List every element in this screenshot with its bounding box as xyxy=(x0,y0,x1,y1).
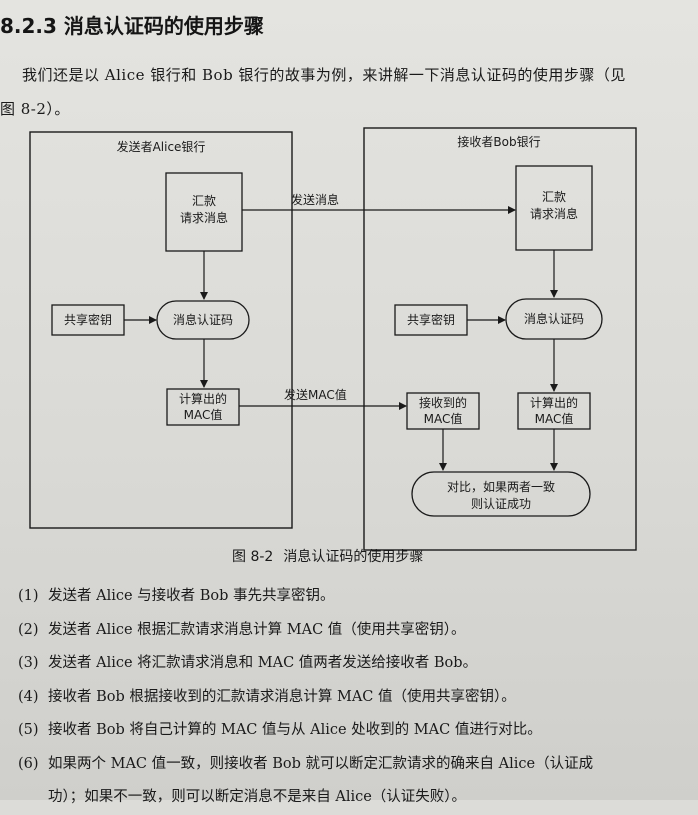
sender-mac-value-box xyxy=(166,388,240,426)
steps-list: (1) 发送者 Alice 与接收者 Bob 事先共享密钥。 (2) 发送者 Ali… xyxy=(18,580,688,815)
step-1: (1) 发送者 Alice 与接收者 Bob 事先共享密钥。 xyxy=(18,580,688,614)
step-number: (6) xyxy=(18,755,39,772)
compare-line-2: 则认证成功 xyxy=(471,497,531,511)
receiver-mac-op-label: 消息认证码 xyxy=(524,311,584,326)
receiver-mac-value-line-2: MAC值 xyxy=(535,411,574,426)
send-mac-label: 发送MAC值 xyxy=(284,387,347,402)
step-text: 接收者 Bob 将自己计算的 MAC 值与从 Alice 处收到的 MAC 值进… xyxy=(48,722,542,738)
section-title: 8.2.3 消息认证码的使用步骤 xyxy=(0,14,264,38)
sender-mac-op-label: 消息认证码 xyxy=(173,312,233,327)
sender-mac-value-line-2: MAC值 xyxy=(184,407,223,422)
sender-mac-op xyxy=(156,300,250,340)
step-2: (2) 发送者 Alice 根据汇款请求消息计算 MAC 值（使用共享密钥）。 xyxy=(18,614,688,648)
step-text: 发送者 Alice 根据汇款请求消息计算 MAC 值（使用共享密钥）。 xyxy=(48,621,466,638)
figure-caption: 图 8-2 消息认证码的使用步骤 xyxy=(232,546,433,566)
step-text: 如果两个 MAC 值一致，则接收者 Bob 就可以断定汇款请求的确来自 Alic… xyxy=(48,755,594,772)
step-number: (2) xyxy=(18,621,39,638)
receiver-title: 接收者Bob银行 xyxy=(457,134,540,149)
step-6-continuation: 功）；如果不一致，则可以断定消息不是来自 Alice（认证失败）。 xyxy=(48,789,467,805)
send-message-label: 发送消息 xyxy=(291,192,339,207)
sender-mac-value-line-1: 计算出的 xyxy=(179,391,227,406)
step-4: (4) 接收者 Bob 根据接收到的汇款请求消息计算 MAC 值（使用共享密钥）。 xyxy=(18,681,688,715)
intro-paragraph: 我们还是以 Alice 银行和 Bob 银行的故事为例，来讲解一下消息认证码的使… xyxy=(0,58,698,126)
step-6: (6) 如果两个 MAC 值一致，则接收者 Bob 就可以断定汇款请求的确来自 A… xyxy=(18,748,688,782)
step-5: (5) 接收者 Bob 将自己计算的 MAC 值与从 Alice 处收到的 MAC… xyxy=(18,714,688,748)
step-number: (3) xyxy=(18,655,39,671)
compare-box xyxy=(411,471,591,517)
receiver-mac-value-line-1: 计算出的 xyxy=(530,395,578,410)
intro-line-1: 我们还是以 Alice 银行和 Bob 银行的故事为例，来讲解一下消息认证码的使… xyxy=(22,66,626,84)
step-text: 接收者 Bob 根据接收到的汇款请求消息计算 MAC 值（使用共享密钥）。 xyxy=(48,688,516,705)
receiver-frame xyxy=(363,127,637,551)
sender-request-line-1: 汇款 xyxy=(192,194,216,208)
sender-title: 发送者Alice银行 xyxy=(117,139,206,154)
sender-request-line-2: 请求消息 xyxy=(180,210,228,225)
compare-line-1: 对比，如果两者一致 xyxy=(447,479,555,494)
step-number: (1) xyxy=(18,588,39,604)
step-3: (3) 发送者 Alice 将汇款请求消息和 MAC 值两者发送给接收者 Bob。 xyxy=(18,647,688,681)
receiver-request-line-1: 汇款 xyxy=(542,190,566,204)
figure-mac-diagram: 发送者Alice银行 接收者Bob银行 汇款 请求消息 汇款 请求消息 发送消息… xyxy=(29,127,637,551)
caption-text: 消息认证码的使用步骤 xyxy=(283,549,424,565)
step-number: (4) xyxy=(18,688,39,705)
received-mac-value-line-2: MAC值 xyxy=(424,411,463,426)
sender-frame xyxy=(29,131,293,529)
received-mac-value-line-1: 接收到的 xyxy=(419,395,467,410)
caption-number: 图 8-2 xyxy=(232,549,274,565)
receiver-request-line-2: 请求消息 xyxy=(530,206,578,221)
step-text: 发送者 Alice 与接收者 Bob 事先共享密钥。 xyxy=(48,588,335,604)
receiver-key-label: 共享密钥 xyxy=(407,312,455,327)
step-text: 发送者 Alice 将汇款请求消息和 MAC 值两者发送给接收者 Bob。 xyxy=(48,655,478,671)
sender-key-label: 共享密钥 xyxy=(64,312,112,327)
step-number: (5) xyxy=(18,722,39,738)
intro-line-2: 图 8-2）。 xyxy=(0,100,70,118)
